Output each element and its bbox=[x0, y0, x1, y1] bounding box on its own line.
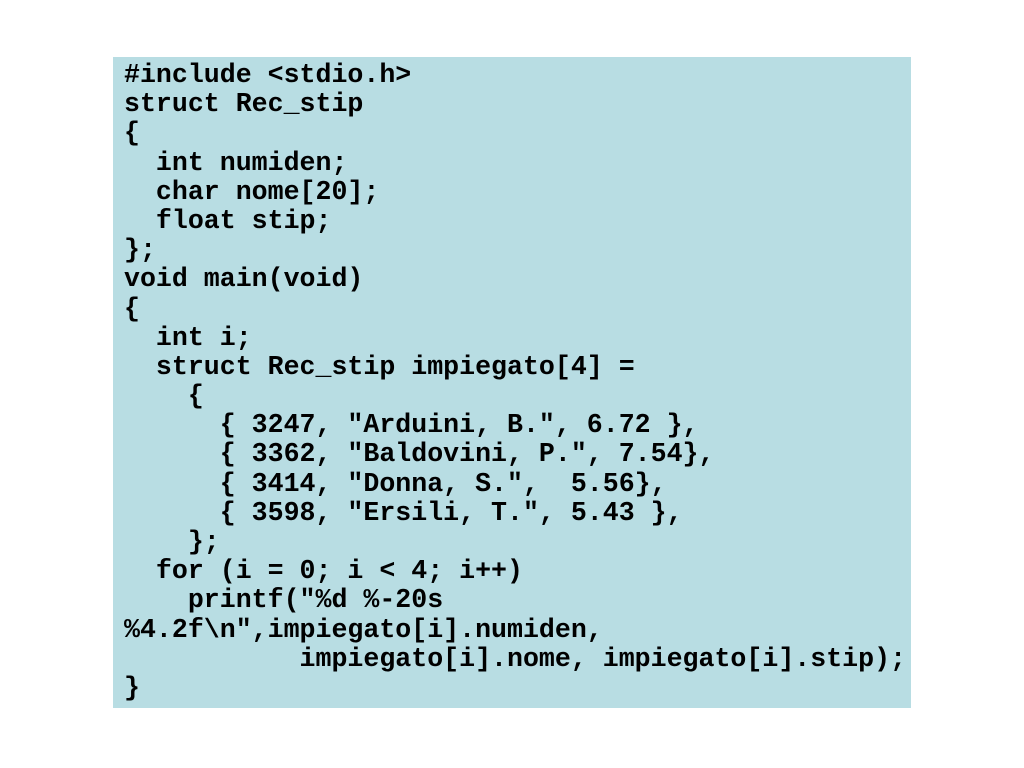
code-line: void main(void) bbox=[124, 264, 364, 295]
code-line: }; bbox=[124, 527, 220, 557]
code-line: int i; bbox=[124, 322, 252, 353]
code-line: { 3362, "Baldovini, P.", 7.54}, bbox=[124, 439, 715, 470]
code-line: char nome[20]; bbox=[124, 176, 380, 207]
code-line: float stip; bbox=[124, 205, 332, 236]
code-line: { bbox=[124, 293, 140, 324]
code-line: impiegato[i].nome, impiegato[i].stip); bbox=[124, 643, 906, 674]
code-line: #include <stdio.h> bbox=[124, 60, 412, 90]
code-line: { bbox=[124, 118, 140, 149]
code-block: #include <stdio.h> struct Rec_stip { int… bbox=[113, 57, 911, 708]
code-line: { 3247, "Arduini, B.", 6.72 }, bbox=[124, 410, 699, 441]
code-line: struct Rec_stip bbox=[124, 89, 364, 120]
code-line: for (i = 0; i < 4; i++) bbox=[124, 556, 523, 587]
code-line: { 3598, "Ersili, T.", 5.43 }, bbox=[124, 497, 683, 528]
code-line: { bbox=[124, 381, 204, 412]
code-line: printf("%d %-20s bbox=[124, 585, 444, 616]
code-line: int numiden; bbox=[124, 147, 348, 178]
code-line: %4.2f\n",impiegato[i].numiden, bbox=[124, 614, 603, 645]
code-line: }; bbox=[124, 235, 156, 266]
code-line: } bbox=[124, 672, 140, 703]
code-line: { 3414, "Donna, S.", 5.56}, bbox=[124, 468, 667, 499]
code-line: struct Rec_stip impiegato[4] = bbox=[124, 351, 635, 382]
